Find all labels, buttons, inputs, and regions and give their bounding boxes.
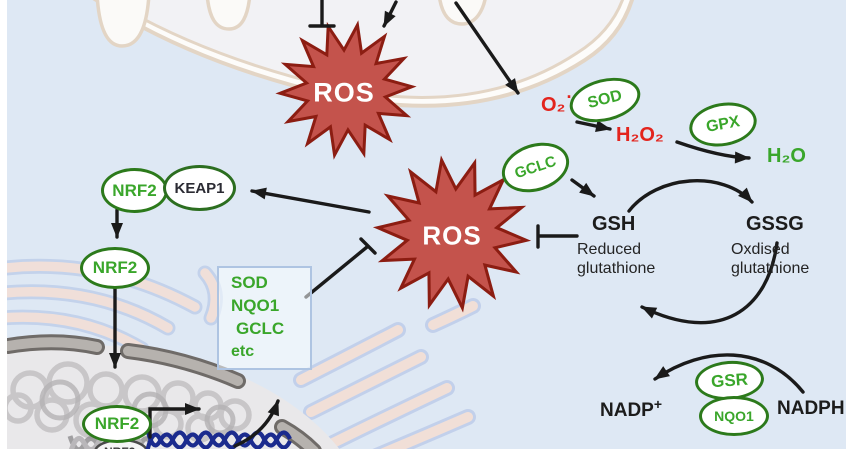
- keap1-label: KEAP1: [174, 179, 225, 197]
- nrf2-keap1-nrf2-oval: NRF2: [101, 168, 168, 213]
- nrf2-free-oval: NRF2: [80, 247, 150, 289]
- superoxide-label: O₂·: [541, 87, 572, 117]
- arrow-gpx-reaction: [675, 140, 751, 164]
- nqo1-oval: NQO1: [699, 396, 769, 436]
- nrf2-label: NRF2: [112, 180, 157, 200]
- arrows: [109, 0, 805, 448]
- gene-nqo1: NQO1: [231, 296, 280, 315]
- nadp-label: NADP+: [600, 396, 662, 422]
- arrow-expression-out: [233, 399, 280, 448]
- nadph-label: NADPH: [777, 398, 845, 419]
- gsh-label: GSH: [592, 213, 636, 235]
- arrow-gsh-to-gssg: [627, 179, 754, 213]
- target-genes-box: SOD NQO1 GCLC etc: [217, 266, 312, 370]
- arrow-gssg-to-gsh: [640, 241, 779, 325]
- nrf2-dna-label: NRF2: [104, 445, 135, 449]
- nuclear-envelope: [0, 334, 322, 449]
- nadp-text: NADP: [600, 400, 654, 421]
- left-margin: [0, 0, 7, 449]
- water-label: H₂O: [767, 145, 806, 167]
- nrf2-nucleus-label: NRF2: [94, 414, 140, 433]
- inhibit-bar-genes-ros: [359, 237, 377, 255]
- nrf2-free-label: NRF2: [92, 258, 138, 277]
- right-margin: [846, 0, 856, 449]
- gene-gclc: GCLC: [236, 319, 285, 338]
- arrow-mito-to-superoxide: [454, 1, 520, 95]
- gsh-description: Reduced glutathione: [577, 240, 655, 278]
- ros-cyto-label: ROS: [422, 220, 482, 251]
- arrow-ros-to-keap1: [250, 187, 371, 214]
- gene-sod: SOD: [231, 273, 268, 292]
- gpx-label: GPX: [704, 112, 742, 136]
- gclc-label: GCLC: [512, 152, 559, 183]
- hydrogen-peroxide-label: H₂O₂: [616, 124, 664, 146]
- gsr-label: GSR: [710, 369, 749, 391]
- nqo1-label: NQO1: [714, 408, 754, 424]
- gssg-label: GSSG: [746, 213, 804, 235]
- keap1-oval: KEAP1: [163, 165, 236, 211]
- nadp-charge: +: [653, 396, 663, 412]
- arrow-gclc-to-gsh: [570, 178, 596, 198]
- superoxide-formula: O₂: [541, 94, 566, 116]
- superoxide-radical-mark: ·: [566, 87, 573, 107]
- arrow-sod-reaction: [575, 120, 612, 132]
- arrow-nadph-to-nadp: [653, 353, 805, 394]
- gsh-desc-line2: glutathione: [577, 260, 656, 277]
- gene-etc: etc: [231, 343, 255, 360]
- gssg-desc-line1: Oxdised: [731, 241, 790, 258]
- inhibit-line-genes-ros: [304, 245, 369, 299]
- ros-mito-label: ROS: [313, 77, 375, 108]
- endoplasmic-reticulum-right: [293, 298, 481, 449]
- gssg-description: Oxdised glutathione: [731, 240, 809, 278]
- nrf2-nucleus-oval: NRF2: [82, 405, 152, 443]
- sod-label: SOD: [585, 87, 624, 112]
- gssg-desc-line2: glutathione: [731, 260, 810, 277]
- arrow-into-ros-mito: [382, 0, 398, 28]
- gsh-desc-line1: Reduced: [577, 241, 642, 258]
- dna-helix: [144, 427, 292, 449]
